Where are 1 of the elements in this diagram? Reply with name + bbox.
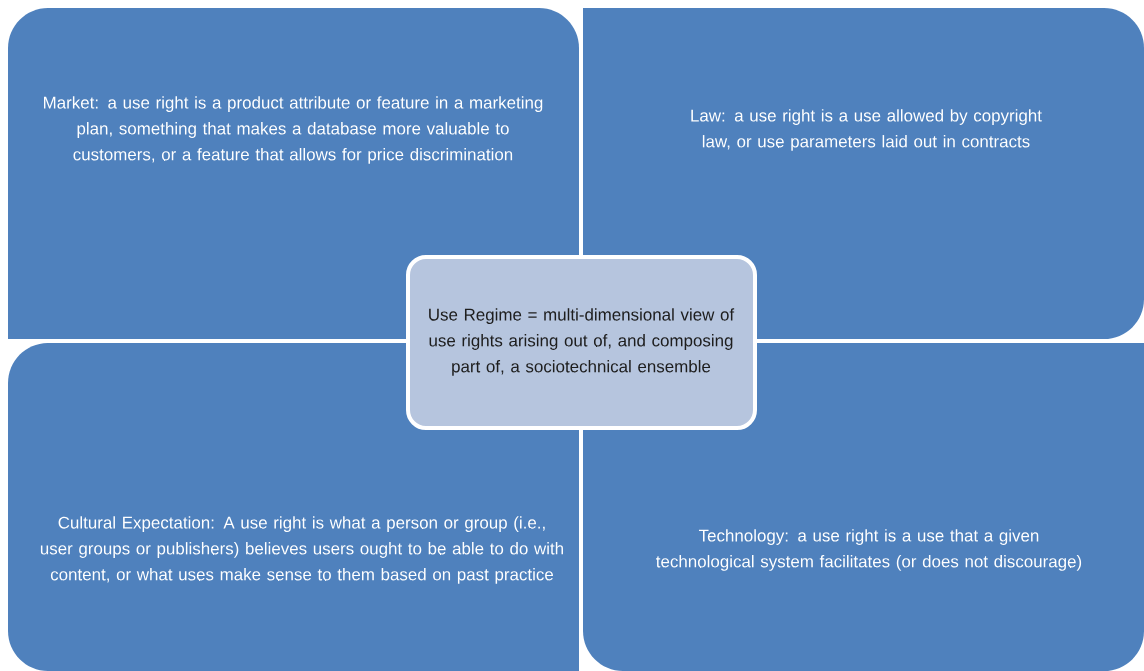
- center-box: Use Regime = multi-dimensional view of use rights arising out of, and composing part of, a sociotechnical ensemble: [406, 255, 757, 430]
